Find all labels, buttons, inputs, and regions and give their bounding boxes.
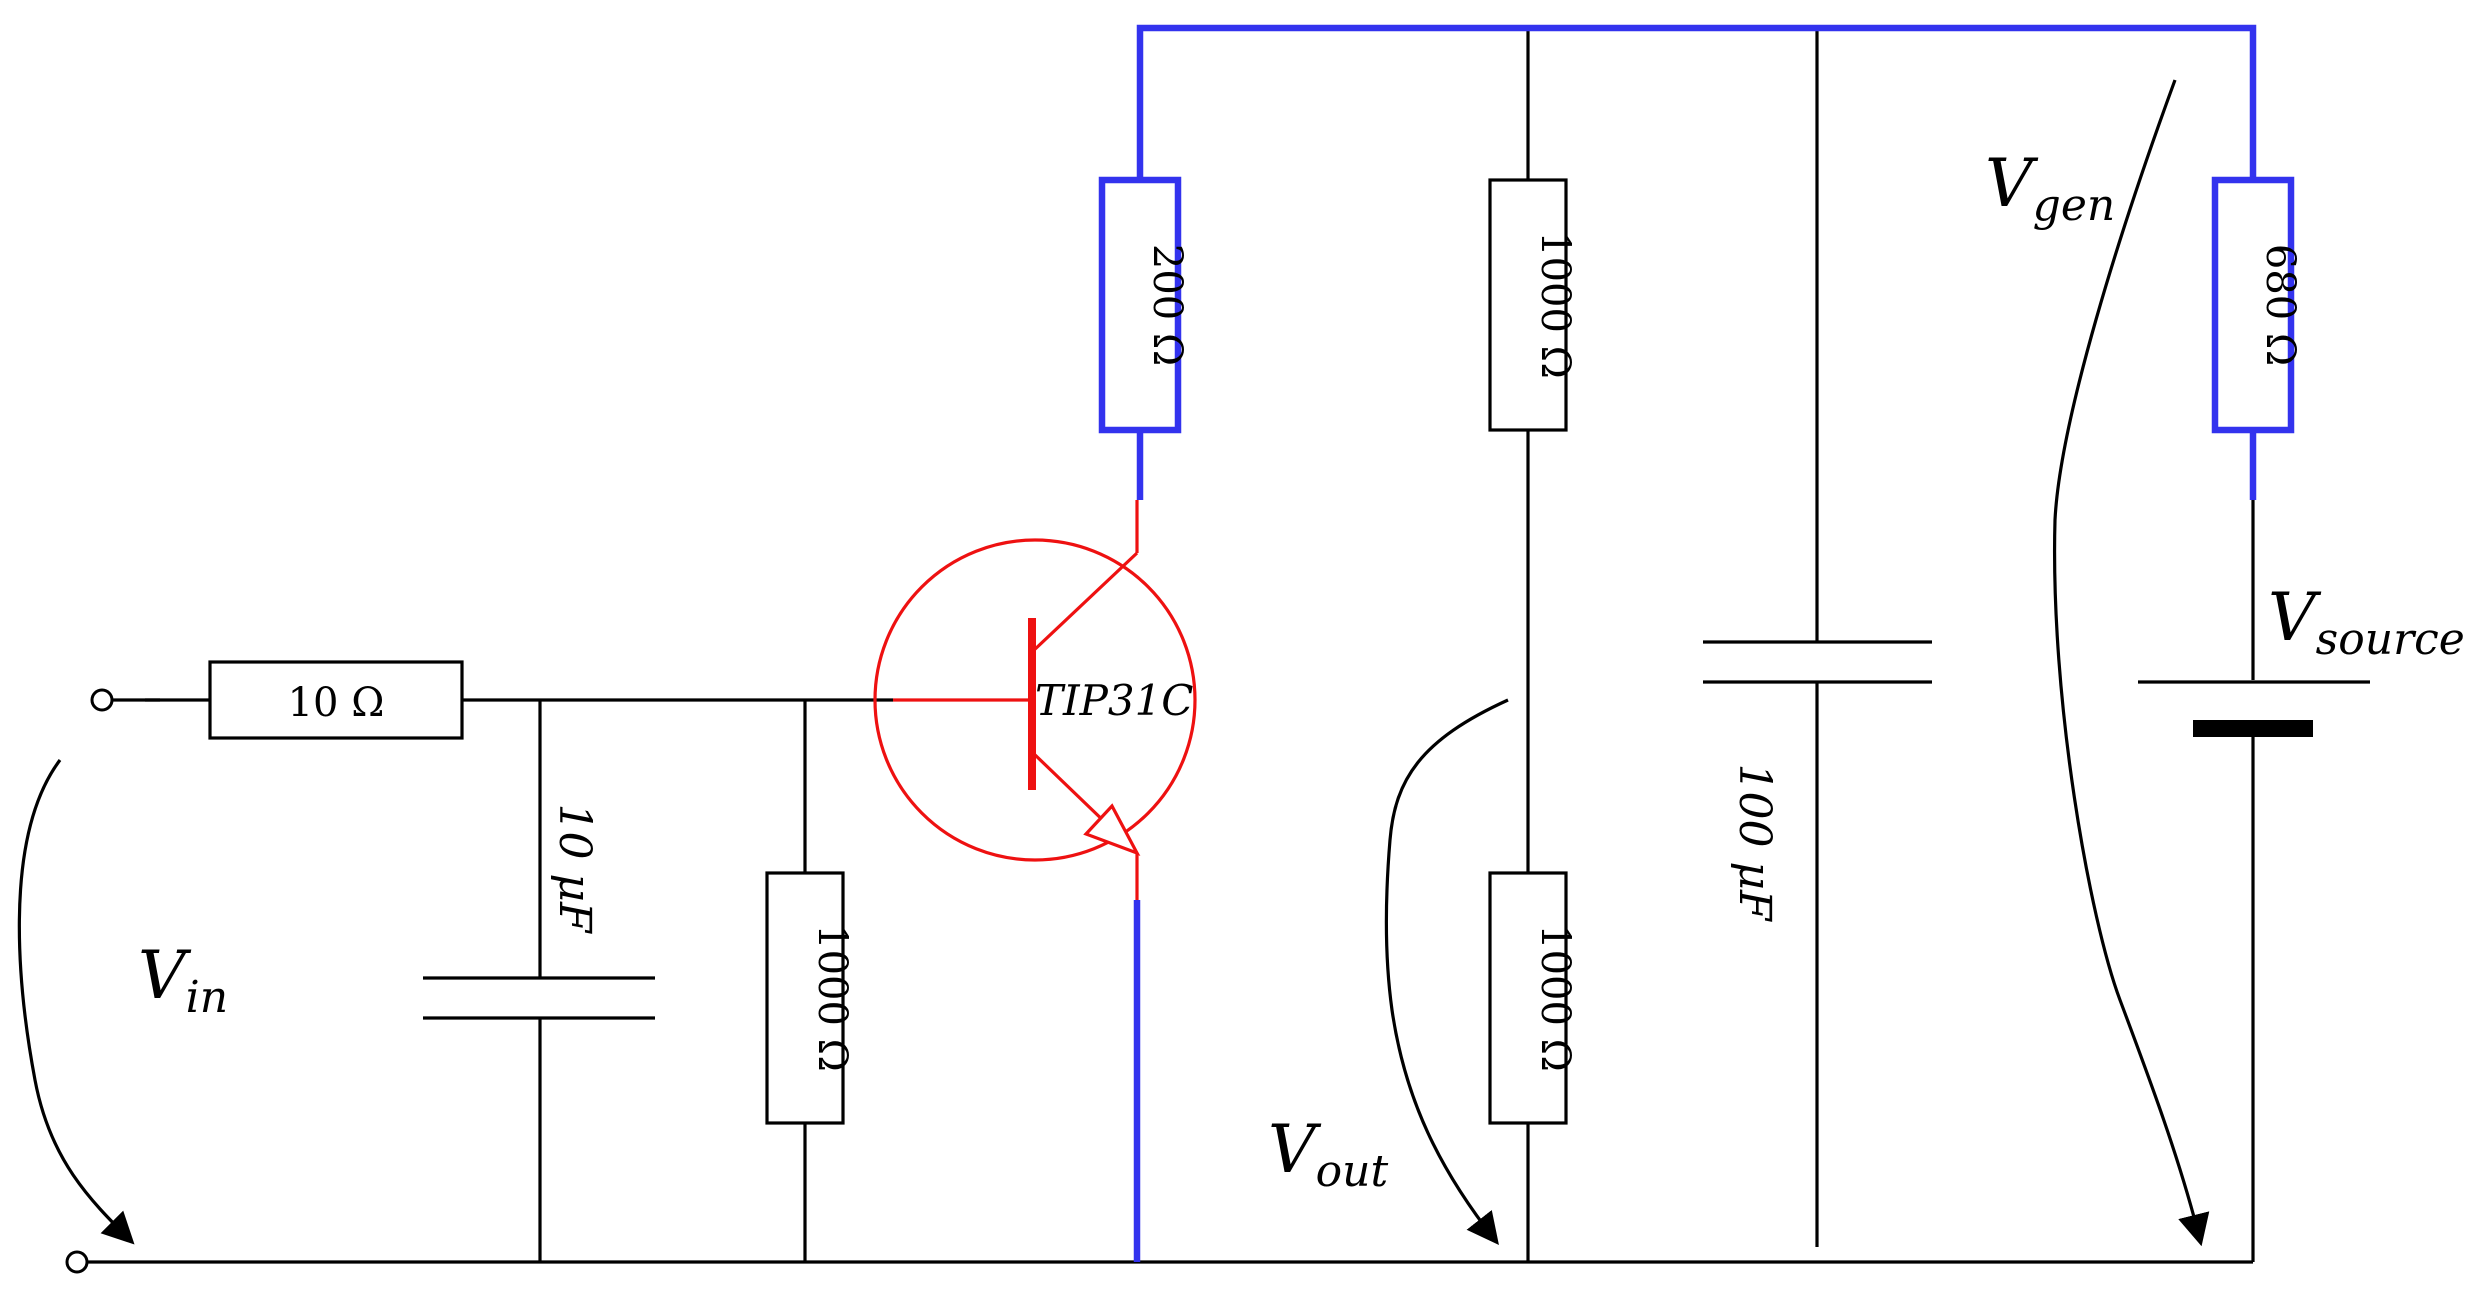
v-in-label-sub: in xyxy=(186,972,228,1023)
resistor-1000-ohm-top-label: 1000 Ω xyxy=(1532,231,1578,379)
transistor-body-circle xyxy=(873,538,1197,862)
v-out-label-base: V xyxy=(1268,1111,1322,1188)
v-out-label: Vout xyxy=(1268,1111,1389,1197)
resistor-200-ohm[interactable]: 200 Ω xyxy=(1098,176,1190,434)
v-out-label-sub: out xyxy=(1316,1146,1389,1197)
resistor-1000-ohm-bottom[interactable]: 1000 Ω xyxy=(1488,871,1578,1125)
wiring xyxy=(75,28,2255,1264)
input-terminal-top[interactable] xyxy=(90,688,114,712)
resistor-10-ohm-label: 10 Ω xyxy=(288,680,385,726)
resistor-200-ohm-label: 200 Ω xyxy=(1144,244,1190,366)
voltage-arrows xyxy=(17,79,2210,1247)
v-in-arrow xyxy=(17,759,135,1245)
resistor-1000-ohm-bias-label: 1000 Ω xyxy=(809,924,855,1072)
v-gen-label: Vgen xyxy=(1985,145,2115,231)
battery-negative-plate xyxy=(2193,720,2313,737)
resistor-10-ohm[interactable]: 10 Ω xyxy=(208,660,464,740)
v-source-label: Vsource xyxy=(2268,579,2465,665)
v-out-arrow xyxy=(1384,698,1509,1246)
transistor-collector-line xyxy=(1030,551,1139,654)
v-gen-label-sub: gen xyxy=(2033,180,2116,231)
v-source-label-sub: source xyxy=(2316,614,2465,665)
v-source-label-base: V xyxy=(2268,579,2322,656)
v-gen-arrow xyxy=(2052,79,2210,1247)
resistor-680-ohm-label: 680 Ω xyxy=(2257,244,2303,366)
v-in-label-base: V xyxy=(138,937,192,1014)
resistor-1000-ohm-bias[interactable]: 1000 Ω xyxy=(765,871,855,1125)
resistor-1000-ohm-bottom-label: 1000 Ω xyxy=(1532,924,1578,1072)
resistor-1000-ohm-top[interactable]: 1000 Ω xyxy=(1488,178,1578,432)
v-gen-label-base: V xyxy=(1985,145,2039,222)
capacitor-10-uf-label: 10 μF xyxy=(549,803,600,934)
transistor-label: TIP31C xyxy=(1035,676,1193,725)
supply-rail-highlight xyxy=(1136,24,2257,180)
highlight-path xyxy=(1133,24,2257,1262)
transistor-emitter-arrow xyxy=(1083,803,1141,856)
battery-source[interactable] xyxy=(2138,680,2370,737)
capacitor-10-uf[interactable]: 10 μF xyxy=(423,803,655,1020)
resistor-680-ohm[interactable]: 680 Ω xyxy=(2211,176,2303,434)
capacitor-100-uf[interactable]: 100 μF xyxy=(1703,640,1932,922)
transistor-tip31c[interactable]: TIP31C xyxy=(873,500,1197,900)
v-in-label: Vin xyxy=(138,937,228,1023)
input-terminal-bottom[interactable] xyxy=(65,1250,89,1274)
capacitor-100-uf-label: 100 μF xyxy=(1729,763,1780,922)
